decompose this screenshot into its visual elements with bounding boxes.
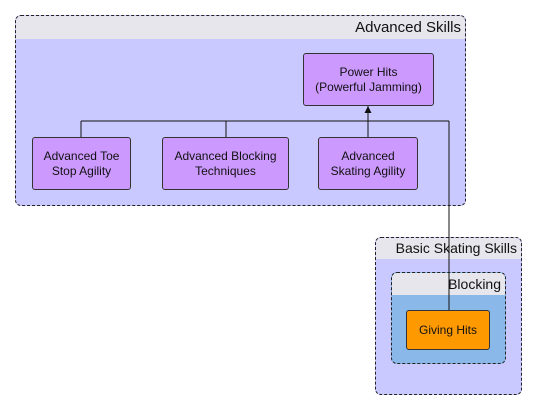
node-giving-hits[interactable]: Giving Hits <box>406 310 490 350</box>
node-power-hits-label: Power Hits (Powerful Jamming) <box>315 64 422 94</box>
group-advanced-skills-header: Advanced Skills <box>16 16 465 39</box>
node-advanced-blocking-techniques[interactable]: Advanced Blocking Techniques <box>162 137 289 190</box>
group-basic-skating-skills-label: Basic Skating Skills <box>395 240 517 256</box>
node-power-hits[interactable]: Power Hits (Powerful Jamming) <box>303 53 434 106</box>
node-advanced-skating-agility[interactable]: Advanced Skating Agility <box>318 137 418 190</box>
group-advanced-skills-label: Advanced Skills <box>355 19 461 36</box>
node-advanced-skating-agility-label: Advanced Skating Agility <box>330 148 406 178</box>
node-giving-hits-label: Giving Hits <box>418 322 477 337</box>
group-blocking-label: Blocking <box>448 276 501 292</box>
node-advanced-toe-stop-agility-label: Advanced Toe Stop Agility <box>43 148 120 178</box>
node-advanced-toe-stop-agility[interactable]: Advanced Toe Stop Agility <box>32 137 131 190</box>
node-advanced-blocking-techniques-label: Advanced Blocking Techniques <box>174 148 277 178</box>
